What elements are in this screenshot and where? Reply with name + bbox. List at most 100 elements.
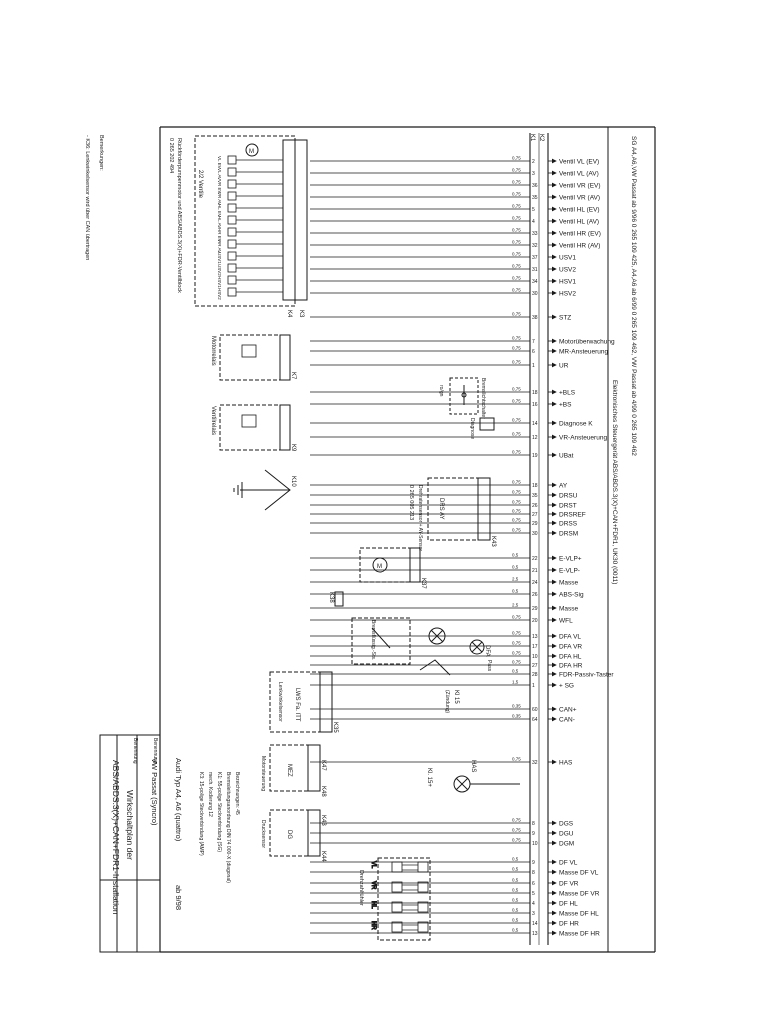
pin-bs: 16 xyxy=(532,402,538,408)
gauge-masse-df-hr: 0,5 xyxy=(512,928,519,933)
signal-label-ventil-hl-ev: Ventil HL (EV) xyxy=(559,207,600,214)
gauge-dgm: 0,75 xyxy=(512,838,521,843)
signal-label-hsv2: HSV2 xyxy=(559,291,576,298)
signal-label-dfa-hr: DFA HR xyxy=(559,663,583,670)
pin-can-minus: 64 xyxy=(532,717,538,723)
gauge-wfl: 0,75 xyxy=(512,615,521,620)
gauge-bls: 0,75 xyxy=(512,387,521,392)
signal-label-drsref: DRSREF xyxy=(559,512,586,519)
pin-ventil-hl-ev: 5 xyxy=(532,207,535,213)
title-plan-1: Wirkschaltplan der xyxy=(125,790,135,860)
pin-dgu: 9 xyxy=(532,831,535,837)
gauge-drsm: 0,75 xyxy=(512,528,521,533)
gauge-ventil-vl-ev: 0,75 xyxy=(512,156,521,161)
bremsfluessig-switch: Bremsflüssig.-Sts. xyxy=(351,617,411,665)
vorpump: M K37 K38 xyxy=(328,547,426,607)
gauge-ventil-hl-av: 0,75 xyxy=(512,216,521,221)
valve-tag: VL AV xyxy=(217,168,222,180)
pin-wfl: 20 xyxy=(532,618,538,624)
lws-sub: Lenkwinkelsensor xyxy=(277,682,283,722)
gauge-df-hl: 0,5 xyxy=(512,898,519,903)
signal-label-ventil-vr-ev: Ventil VR (EV) xyxy=(559,183,601,190)
valve-tag: HR EV xyxy=(217,228,222,242)
dg-k43: K43 xyxy=(320,815,326,826)
title-plan-2: ABS/ABDS.3(X)+CAN+FDR1-Installation xyxy=(111,760,121,915)
title-note: K1: 55-polige Steckverbindung (SG) xyxy=(216,772,222,852)
pin-ay: 18 xyxy=(532,483,538,489)
title-benennung-2: Benennung xyxy=(132,738,138,764)
pin-diagnose-k: 14 xyxy=(532,421,538,427)
signal-label-hsv1: HSV1 xyxy=(559,279,576,286)
signal-label-df-hl: DF HL xyxy=(559,901,578,908)
signal-label-dgs: DGS xyxy=(559,821,574,828)
pin-usv2: 31 xyxy=(532,267,538,273)
signal-row-df-vl: 90,5DF VL xyxy=(310,857,578,867)
signal-row-bs: 160,75+BS xyxy=(310,399,572,409)
gauge-dfa-vr: 0,75 xyxy=(512,641,521,646)
pin-ur: 1 xyxy=(532,363,535,369)
gauge-masse-1: 2,5 xyxy=(512,577,519,582)
gauge-can-plus: 0,35 xyxy=(512,704,521,709)
remarks-note: - K36: Lenkwinkelsensor wird über CAN üb… xyxy=(84,135,90,260)
gauge-drss: 0,75 xyxy=(512,518,521,523)
pin-masse-1: 24 xyxy=(532,580,538,586)
pin-fdr-passiv-taster: 28 xyxy=(532,672,538,678)
connector-k2-label: K2 xyxy=(538,134,544,142)
signal-label-ventil-hr-av: Ventil HR (AV) xyxy=(559,243,600,250)
ventilrelais: Ventilrelais K9 xyxy=(210,404,296,452)
bremslicht-label: Bremslichtschalter xyxy=(480,378,486,419)
title-note: Bezeichnungen: 45 xyxy=(234,772,240,815)
pin-motorueberwachung: 7 xyxy=(532,339,535,345)
mez-name: MEZ xyxy=(286,764,292,777)
gauge-ubat: 0,75 xyxy=(512,450,521,455)
pin-usv1: 37 xyxy=(532,255,538,261)
signal-label-has: HAS xyxy=(559,760,573,767)
gauge-masse-df-vl: 0,5 xyxy=(512,867,519,872)
pin-ventil-vr-av: 35 xyxy=(532,195,538,201)
hydraulic-unit: M K4 K3 2/2 Ventile Rückförderpumpenmoto… xyxy=(168,135,308,318)
signal-label-vr-ansteuerung: VR-Ansteuerung xyxy=(559,435,607,442)
k9-label: K9 xyxy=(290,444,296,452)
dg-name: DG xyxy=(286,830,292,839)
drehzahl-label: Drehzahlfühler xyxy=(358,870,364,906)
gauge-dgs: 0,75 xyxy=(512,818,521,823)
pin-abs-sig: 26 xyxy=(532,592,538,598)
signal-label-drst: DRST xyxy=(559,503,577,510)
drs-part: 0 265 005 213 xyxy=(408,485,414,520)
signal-label-dfa-vr: DFA VR xyxy=(559,644,582,651)
lws-connector: K35 xyxy=(332,722,338,733)
warn-lamps: DFA Pass Kl 15 (Zündung) xyxy=(419,627,492,713)
k10-label: K10 xyxy=(290,476,296,487)
gauge-ventil-vl-av: 0,75 xyxy=(512,168,521,173)
header-line-2: Elektronisches Steuergerät ABS/ABDS.3(X)… xyxy=(611,380,618,584)
mez-k48: K48 xyxy=(320,786,326,797)
gauge-dfa-hl: 0,75 xyxy=(512,651,521,656)
signal-label-diagnose-k: Diagnose K xyxy=(559,421,593,428)
signal-row-df-hr: 140,5DF HR xyxy=(310,918,579,928)
k4-label: K4 xyxy=(286,310,292,318)
pin-hsv2: 30 xyxy=(532,291,538,297)
gauge-drst: 0,75 xyxy=(512,500,521,505)
gauge-ventil-vr-av: 0,75 xyxy=(512,192,521,197)
valve-tag: HR AV xyxy=(217,240,222,253)
valve-tag: HSV2 xyxy=(217,288,222,300)
pin-dfa-hl: 10 xyxy=(532,654,538,660)
signal-label-can-minus: CAN- xyxy=(559,717,575,724)
signal-row-e-vlp-minus: 210,5E-VLP- xyxy=(310,565,580,575)
